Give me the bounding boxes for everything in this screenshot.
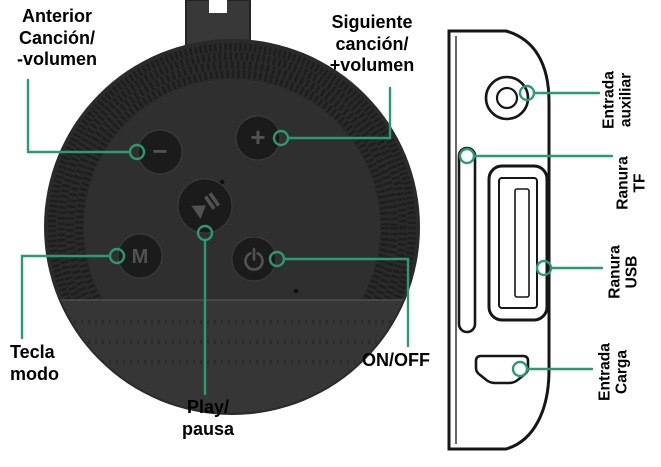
- callout-marker-charge: [511, 360, 529, 378]
- label-usb-slot: Ranura USB: [606, 245, 641, 299]
- plus-button: +: [235, 115, 281, 161]
- minus-button: −: [137, 129, 183, 175]
- callout-marker-usb: [535, 259, 553, 277]
- aux-port: [484, 75, 530, 121]
- speaker-front-view: − + M: [44, 0, 420, 415]
- mode-icon: M: [132, 246, 149, 268]
- label-play-pause: Play/ pausa: [181, 397, 235, 439]
- power-icon: [244, 247, 264, 271]
- power-button: [231, 236, 277, 282]
- callout-marker-minus: [128, 143, 146, 161]
- callout-marker-tf: [458, 147, 476, 165]
- label-on-off: ON/OFF: [362, 350, 430, 370]
- label-tf-slot: Ranura TF: [614, 156, 649, 210]
- front-callouts: [20, 78, 410, 396]
- label-charge-input: Entrada Carga: [596, 343, 631, 401]
- label-next-track: Siguiente canción/ +volumen: [329, 12, 415, 76]
- callout-marker-play-pause: [196, 224, 214, 242]
- callout-marker-power: [268, 250, 286, 268]
- minus-icon: −: [152, 136, 167, 166]
- callout-line-mode-key: [20, 254, 112, 340]
- mode-button: M: [117, 233, 163, 279]
- play-pause-icon: [191, 192, 221, 219]
- label-aux-input: Entrada auxiliar: [600, 71, 635, 129]
- label-mode-key: Tecla modo: [10, 342, 59, 384]
- callout-line-next-track: [286, 86, 392, 140]
- callout-marker-mode: [108, 247, 126, 265]
- plus-icon: +: [250, 122, 265, 152]
- micro-usb-charge-port: [474, 354, 530, 385]
- mic-pinhole: [219, 179, 225, 185]
- callout-line-power: [282, 257, 410, 348]
- tf-card-slot: [457, 146, 477, 334]
- grille-texture: [60, 320, 404, 364]
- side-callouts: [458, 84, 614, 378]
- usb-port: [487, 164, 549, 322]
- callout-marker-plus: [272, 129, 290, 147]
- callout-marker-aux: [518, 84, 536, 102]
- led-pinhole: [293, 288, 299, 294]
- speaker-side-view: [447, 29, 551, 451]
- label-prev-track: Anterior Canción/ -volumen: [16, 6, 97, 70]
- callout-line-prev-track: [26, 78, 132, 154]
- play-pause-button: [177, 178, 233, 234]
- strap-slit: [209, 0, 227, 13]
